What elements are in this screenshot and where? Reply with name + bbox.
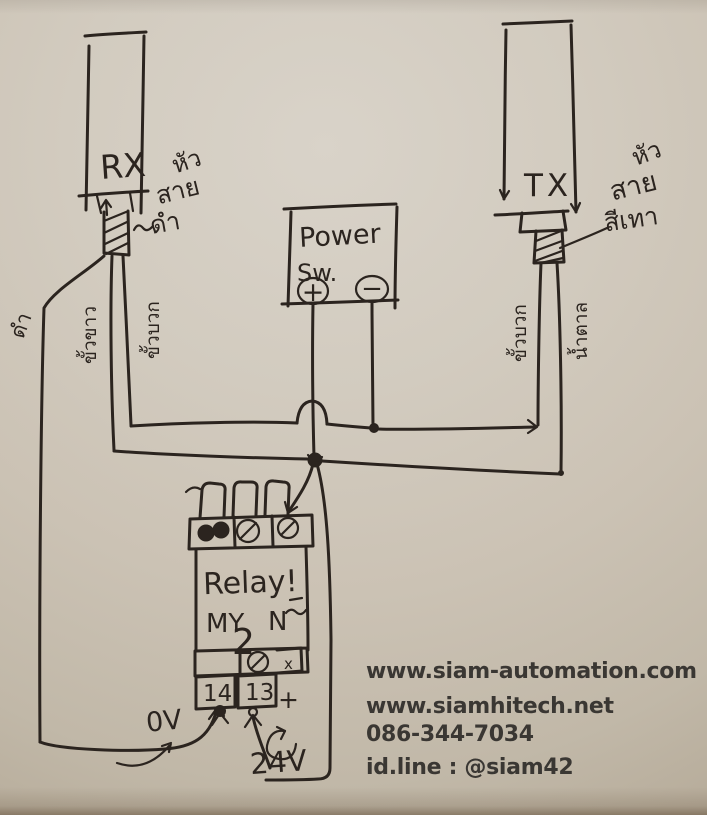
tx-wire-right: [555, 261, 563, 474]
power-title: Power: [298, 219, 382, 254]
tx-wire-label-right: น้ำตาล: [567, 302, 592, 360]
crossover-hump: [295, 399, 329, 426]
rx-note-line3: ดำ: [148, 206, 183, 240]
zero-volt-arrow: [115, 744, 171, 767]
watermark-line2: www.siamhitech.net: [366, 694, 615, 719]
watermark-line4: id.line : @siam42: [366, 755, 573, 780]
tx-wires: ขั้วบวก น้ำตาล: [506, 261, 592, 476]
tx-cable-connector: [532, 228, 566, 265]
tx-note-line1: หัว: [628, 135, 665, 171]
tx-note-line3: สีเทา: [602, 201, 660, 237]
tx-wire-left: [536, 261, 543, 427]
wire-0v-bottom-run: [38, 710, 218, 752]
relay-model-digit: 2: [232, 622, 255, 663]
relay-coil-feed: [287, 462, 315, 513]
rx-wire-label-right: ขั้วบวก: [139, 301, 164, 359]
squiggle-mark: [132, 224, 155, 232]
power-plus-wire: [311, 302, 316, 459]
rx-connector-note: หัว สาย ดำ: [148, 144, 205, 240]
rx-sensor: RX: [77, 30, 155, 257]
rx-label: RX: [99, 145, 147, 187]
relay-model-suffix: N: [268, 607, 287, 637]
rx-cable-connector: [102, 209, 131, 257]
note-pointer-line: [558, 226, 609, 250]
rx-far-left-mark: ดำ: [5, 309, 36, 341]
tx-wire-label-left: ขั้วบวก: [506, 304, 531, 362]
24v-curl-arrow: [265, 729, 298, 761]
relay-screw-terminals: [197, 516, 300, 544]
terminal-13-wire: [251, 715, 272, 770]
rx-wire-inner-left: [109, 254, 116, 452]
rx-wires: ดำ ขั้วขาว ขั้วบวก: [5, 254, 226, 752]
relay-unit: Relay! MY 2 N x 14 13: [184, 479, 315, 770]
rx-wire-inner-right: [121, 254, 133, 427]
24v-feed: [264, 462, 333, 782]
bus-lines: [112, 399, 562, 782]
minus-symbol: −: [361, 274, 383, 304]
zero-volt-label: 0V: [145, 704, 184, 739]
watermark-line3: 086-344-7034: [366, 722, 534, 747]
upper-bus-right: [325, 422, 537, 431]
rx-note-line2: สาย: [153, 171, 203, 210]
tx-sensor: TX: [493, 19, 609, 265]
lower-bus: [112, 449, 562, 476]
terminal-13-label: 13: [245, 680, 274, 706]
power-minus-wire: [370, 300, 375, 428]
relay-title: Relay!: [203, 564, 299, 602]
tx-connector-note: หัว สาย สีเทา: [602, 135, 665, 237]
supply-24v-label: 24V: [249, 743, 308, 781]
plus-symbol: +: [302, 277, 325, 308]
rx-wire-0v: [38, 254, 106, 744]
junction-dot-minus: [369, 423, 379, 433]
relay-screw-x: x: [284, 655, 293, 673]
tx-label: TX: [523, 168, 572, 204]
terminal-14-label: 14: [203, 681, 232, 707]
power-subtitle: Sw.: [297, 259, 337, 287]
watermark-line1: www.siam-automation.com: [366, 659, 697, 684]
relay-model-prefix: MY: [206, 609, 244, 639]
rx-wire-label-left: ขั้วขาว: [76, 306, 101, 364]
power-minus-terminal: −: [354, 274, 390, 304]
bottom-annotations: 0V + 24V: [115, 685, 308, 781]
upper-bus: [129, 420, 299, 428]
watermark: www.siam-automation.com www.siamhitech.n…: [366, 659, 697, 780]
plus-24v-label: +: [278, 685, 299, 714]
terminal-14-contact: [214, 705, 226, 717]
power-switch-box: Power Sw. + −: [280, 202, 400, 459]
